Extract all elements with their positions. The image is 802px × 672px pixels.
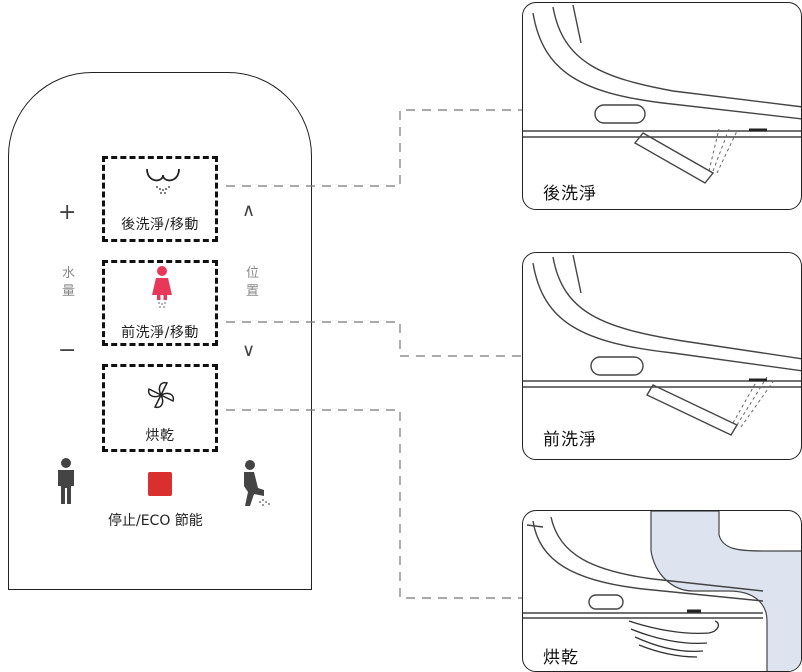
water-label-top: 水 — [62, 266, 76, 281]
dryer-button[interactable]: 烘乾 — [102, 364, 218, 452]
position-up-button[interactable]: ∧ — [242, 200, 256, 221]
stop-eco-button[interactable] — [148, 472, 172, 496]
seated-person-icon — [244, 460, 270, 506]
front-wash-caption: 前洗淨 — [543, 430, 597, 450]
front-wash-icon — [152, 266, 172, 308]
position-label-top: 位 — [246, 266, 260, 281]
stop-eco-label: 停止/ECO 節能 — [108, 513, 203, 529]
dryer-fan-icon — [147, 381, 175, 409]
water-plus-button[interactable]: + — [58, 200, 77, 225]
rear-wash-button[interactable]: 後洗淨/移動 — [102, 156, 218, 242]
rear-wash-illustration: 後洗淨 — [522, 2, 802, 210]
standing-person-icon — [58, 458, 74, 504]
position-down-button[interactable]: ∨ — [242, 340, 256, 361]
position-label-bottom: 置 — [246, 284, 260, 299]
front-wash-label: 前洗淨/移動 — [121, 325, 199, 341]
rear-wash-label: 後洗淨/移動 — [121, 217, 199, 233]
rear-wash-caption: 後洗淨 — [543, 184, 597, 204]
dryer-label: 烘乾 — [145, 428, 175, 444]
dryer-caption: 烘乾 — [543, 648, 579, 668]
front-wash-illustration: 前洗淨 — [522, 252, 802, 460]
front-wash-button[interactable]: 前洗淨/移動 — [102, 260, 218, 346]
rear-wash-icon — [146, 168, 180, 194]
dryer-illustration: 烘乾 — [522, 510, 802, 672]
water-minus-button[interactable]: − — [58, 338, 77, 363]
water-label-bottom: 量 — [62, 284, 76, 299]
